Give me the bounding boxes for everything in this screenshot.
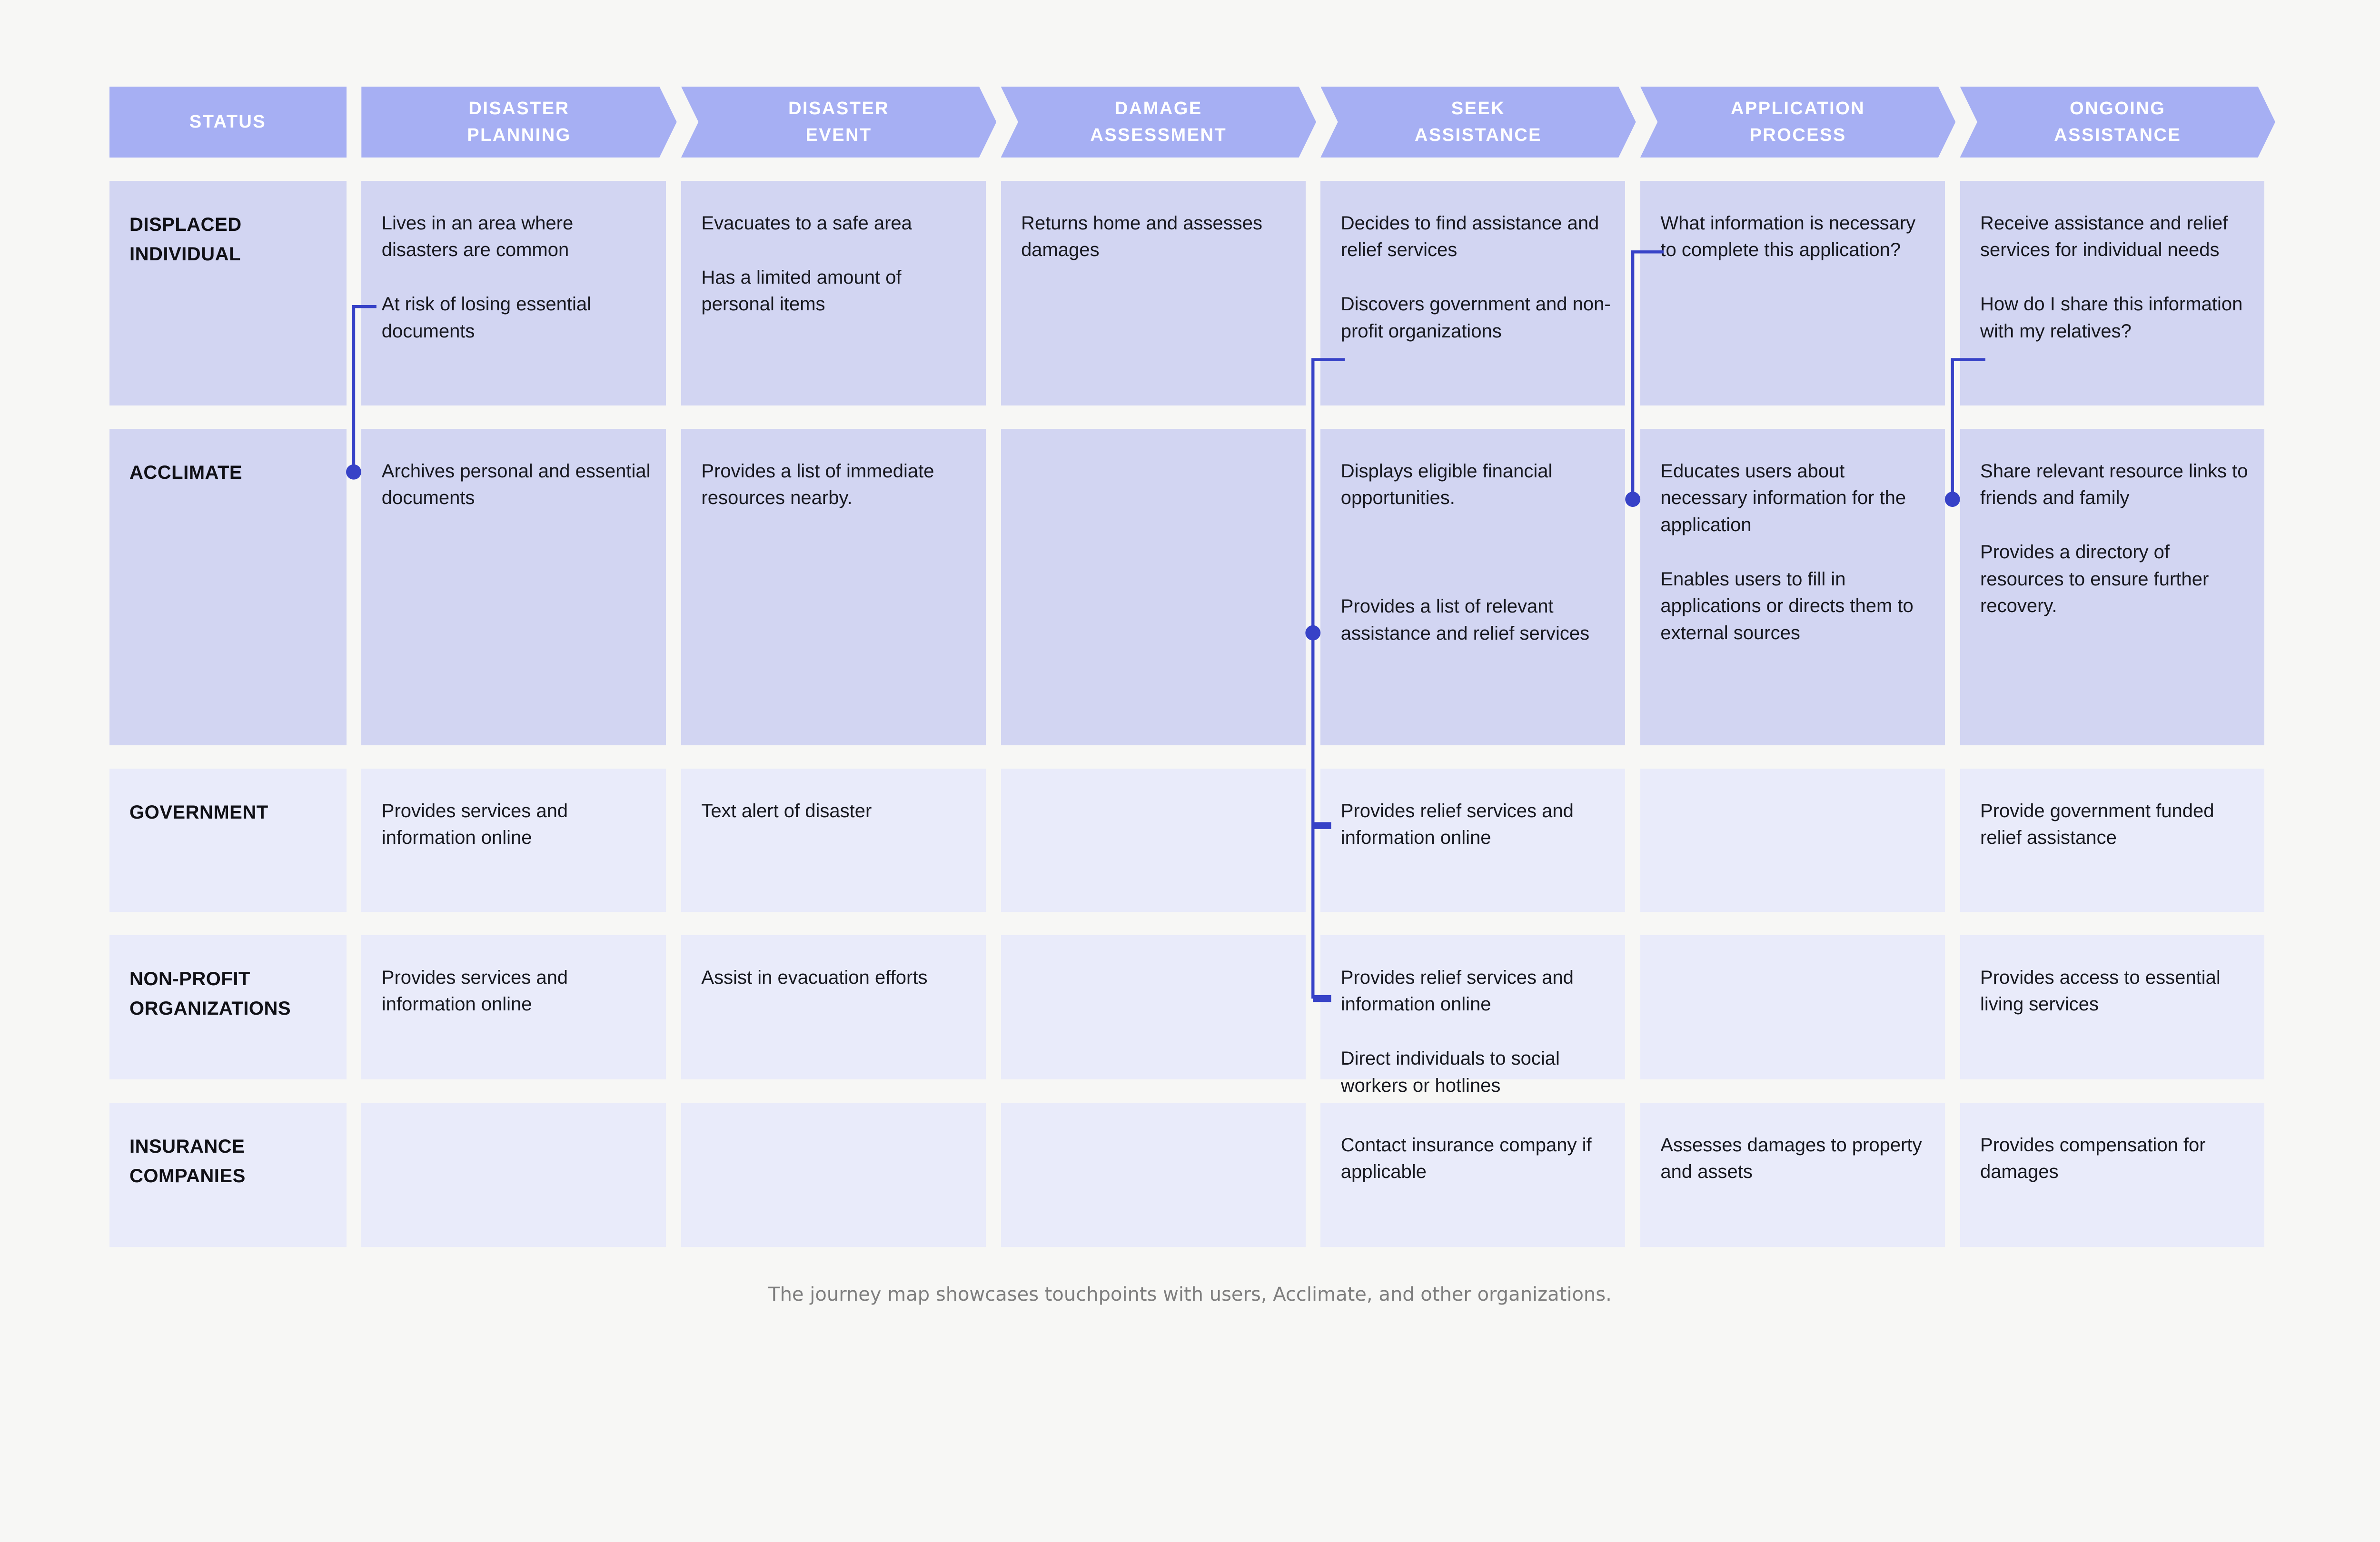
row-label-cell: ACCLIMATE xyxy=(109,428,347,745)
journey-note: Provides a list of relevant assistance a… xyxy=(1340,596,1590,644)
journey-note: What information is necessary to complet… xyxy=(1660,212,1916,261)
journey-cell-disaster-event: Text alert of disaster xyxy=(681,768,986,912)
journey-cell-application-process: What information is necessary to complet… xyxy=(1640,180,1945,405)
journey-note: Discovers government and non-profit orga… xyxy=(1340,294,1611,342)
journey-cell-ongoing-assistance: Provide government funded relief assista… xyxy=(1960,768,2265,912)
phase-header-seek-assistance: SEEK ASSISTANCE xyxy=(1320,86,1636,158)
journey-note: Evacuates to a safe area xyxy=(701,212,912,234)
journey-note xyxy=(1341,539,1612,566)
phase-header-disaster-planning: DISASTER PLANNING xyxy=(361,86,677,158)
phase-header-ongoing-assistance: ONGOING ASSISTANCE xyxy=(1960,86,2275,158)
row-label: DISPLACED INDIVIDUAL xyxy=(129,214,242,265)
journey-note: How do I share this information with my … xyxy=(1980,294,2243,342)
journey-note: Provides services and information online xyxy=(381,800,568,849)
journey-cell-ongoing-assistance: Receive assistance and relief services f… xyxy=(1960,180,2265,405)
journey-cell-application-process xyxy=(1640,935,1945,1079)
journey-note: Archives personal and essential document… xyxy=(381,460,651,509)
journey-note: Provides relief services and information… xyxy=(1340,967,1574,1015)
journey-cell-damage-assessment xyxy=(1001,935,1306,1079)
journey-note: Has a limited amount of personal items xyxy=(701,267,902,315)
phase-header-application-process: APPLICATION PROCESS xyxy=(1640,86,1956,158)
journey-cell-disaster-planning xyxy=(361,1102,666,1247)
journey-note: Provides relief services and information… xyxy=(1340,800,1574,849)
journey-note: Provides compensation for damages xyxy=(1980,1134,2206,1183)
journey-cell-seek-assistance: Provides relief services and information… xyxy=(1320,768,1626,912)
row-label: NON-PROFIT ORGANIZATIONS xyxy=(129,968,291,1019)
journey-cell-damage-assessment xyxy=(1001,1102,1306,1247)
journey-note: Receive assistance and relief services f… xyxy=(1980,212,2228,261)
journey-note: Text alert of disaster xyxy=(701,800,872,821)
journey-note: Direct individuals to social workers or … xyxy=(1340,1048,1560,1096)
journey-cell-damage-assessment xyxy=(1001,428,1306,745)
row-label-cell: NON-PROFIT ORGANIZATIONS xyxy=(109,935,347,1079)
journey-note: Assesses damages to property and assets xyxy=(1660,1134,1922,1183)
journey-cell-disaster-planning: Provides services and information online xyxy=(361,935,666,1079)
journey-note: At risk of losing essential documents xyxy=(381,294,591,342)
journey-cell-disaster-planning: Lives in an area where disasters are com… xyxy=(361,180,666,405)
journey-cell-disaster-event: Assist in evacuation efforts xyxy=(681,935,986,1079)
caption: The journey map showcases touchpoints wi… xyxy=(768,1284,1612,1306)
row-label: ACCLIMATE xyxy=(129,462,243,483)
journey-cell-disaster-planning: Archives personal and essential document… xyxy=(361,428,666,745)
journey-note: Provides a list of immediate resources n… xyxy=(701,460,934,509)
journey-cell-ongoing-assistance: Provides compensation for damages xyxy=(1960,1102,2265,1247)
journey-cell-ongoing-assistance: Provides access to essential living serv… xyxy=(1960,935,2265,1079)
journey-note: Assist in evacuation efforts xyxy=(701,967,928,988)
phase-header-disaster-event: DISASTER EVENT xyxy=(681,86,997,158)
row-label: INSURANCE COMPANIES xyxy=(129,1136,246,1187)
journey-note: Contact insurance company if applicable xyxy=(1340,1134,1592,1183)
journey-cell-ongoing-assistance: Share relevant resource links to friends… xyxy=(1960,428,2265,745)
row-label-cell: DISPLACED INDIVIDUAL xyxy=(109,180,347,405)
journey-cell-seek-assistance: Contact insurance company if applicable xyxy=(1320,1102,1626,1247)
journey-note: Lives in an area where disasters are com… xyxy=(381,212,574,261)
journey-note: Provides access to essential living serv… xyxy=(1980,967,2221,1015)
phase-header-damage-assessment: DAMAGE ASSESSMENT xyxy=(1001,86,1317,158)
journey-cell-application-process: Educates users about necessary informati… xyxy=(1640,428,1945,745)
journey-cell-disaster-event xyxy=(681,1102,986,1247)
journey-note: Provides services and information online xyxy=(381,967,568,1015)
journey-note: Enables users to fill in applications or… xyxy=(1660,568,1914,643)
journey-cell-seek-assistance: Decides to find assistance and relief se… xyxy=(1320,180,1626,405)
journey-cell-damage-assessment xyxy=(1001,768,1306,912)
journey-note: Decides to find assistance and relief se… xyxy=(1340,212,1599,261)
journey-cell-seek-assistance: Displays eligible financial opportunitie… xyxy=(1320,428,1626,745)
journey-note: Displays eligible financial opportunitie… xyxy=(1340,460,1553,509)
journey-cell-application-process: Assesses damages to property and assets xyxy=(1640,1102,1945,1247)
journey-cell-disaster-planning: Provides services and information online xyxy=(361,768,666,912)
journey-cell-damage-assessment: Returns home and assesses damages xyxy=(1001,180,1306,405)
row-label-cell: INSURANCE COMPANIES xyxy=(109,1102,347,1247)
journey-cell-application-process xyxy=(1640,768,1945,912)
phase-header-status: STATUS xyxy=(109,86,347,158)
journey-note: Returns home and assesses damages xyxy=(1021,212,1262,261)
journey-note: Provides a directory of resources to ens… xyxy=(1980,542,2209,617)
journey-cell-seek-assistance: Provides relief services and information… xyxy=(1320,935,1626,1096)
journey-note: Provide government funded relief assista… xyxy=(1980,800,2214,849)
journey-note: Educates users about necessary informati… xyxy=(1660,460,1906,535)
row-label: GOVERNMENT xyxy=(129,801,268,823)
journey-cell-disaster-event: Provides a list of immediate resources n… xyxy=(681,428,986,745)
journey-note: Share relevant resource links to friends… xyxy=(1980,460,2248,509)
row-label-cell: GOVERNMENT xyxy=(109,768,347,912)
